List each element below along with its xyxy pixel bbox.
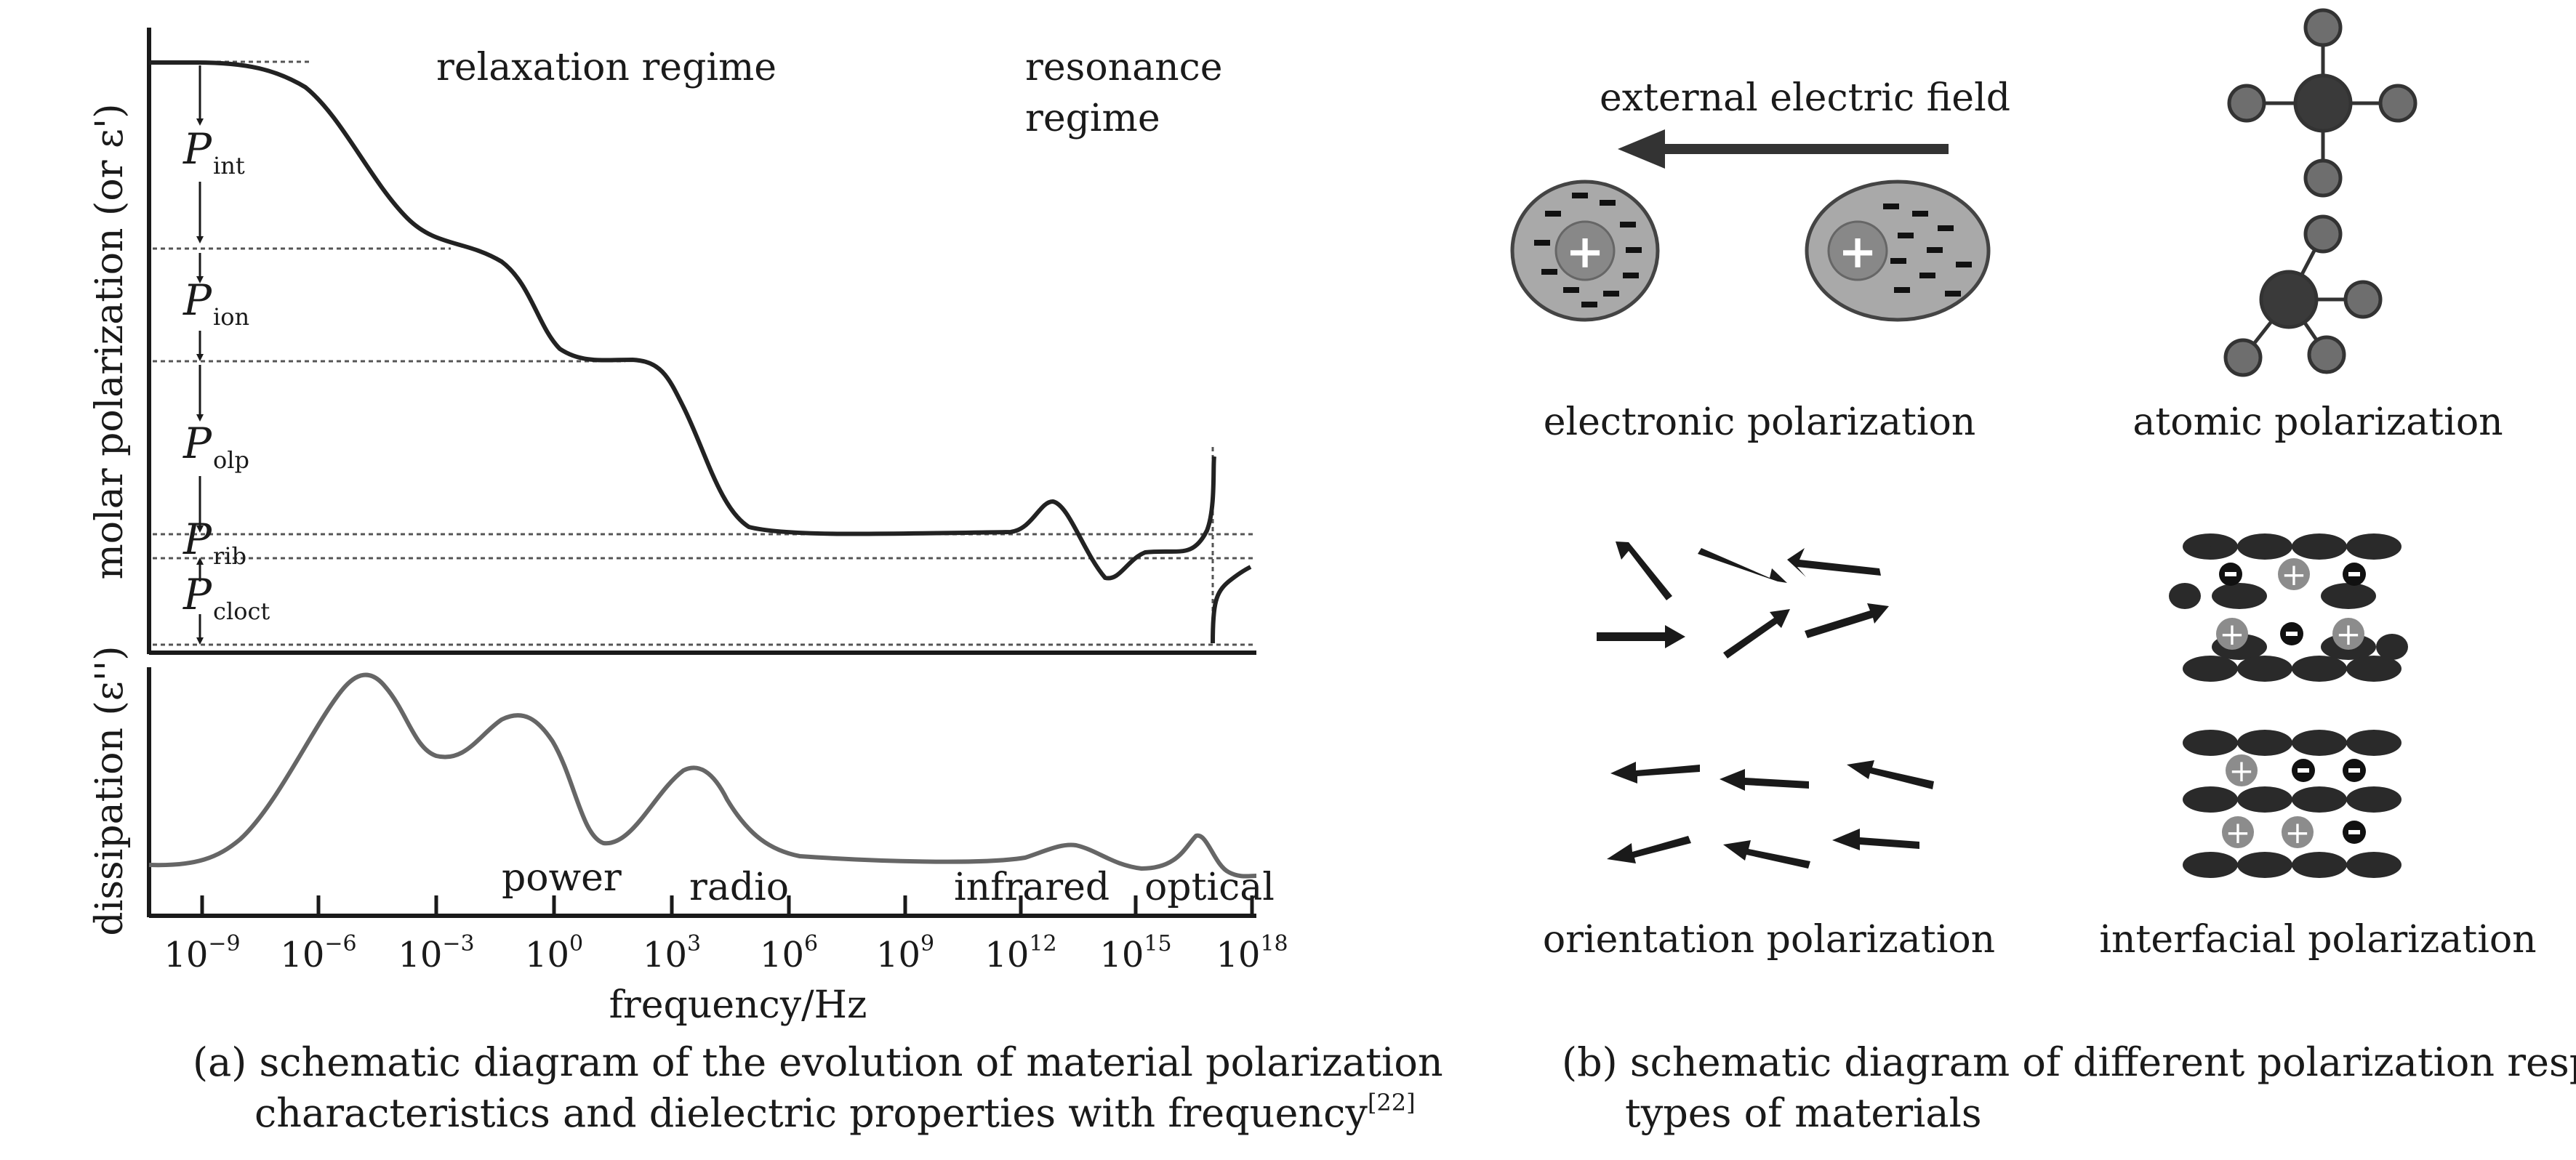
- polarization-component-labels: Pint Pion Polp Prib Pcloct: [182, 65, 270, 645]
- molar-polarization-curve-tail: [1211, 565, 1252, 644]
- positive-charge-sign: +: [2281, 557, 2306, 592]
- interfacial-polarized-icon: + + +: [2183, 730, 2402, 878]
- aligned-dipoles-icon: [1607, 760, 1934, 869]
- molar-polarization-axis-label: molar polarization (or ε'): [88, 103, 132, 579]
- frequency-axis-label: frequency/Hz: [609, 983, 867, 1027]
- optical-band-label: optical: [1144, 866, 1275, 909]
- tick-label: 1015: [1099, 931, 1171, 975]
- tick-label: 10−3: [398, 931, 474, 975]
- power-band-label: power: [502, 856, 622, 900]
- interfacial-polarization-label: interfacial polarization: [2099, 918, 2536, 962]
- infrared-band-label: infrared: [954, 866, 1110, 909]
- panel-a-caption-line1: (a) schematic diagram of the evolution o…: [193, 1039, 1443, 1085]
- p-ion-label: Pion: [182, 275, 249, 331]
- panel-b-caption-line2: types of materials: [1625, 1090, 1982, 1136]
- tick-label: 103: [643, 931, 701, 975]
- p-cloct-label: Pcloct: [182, 570, 270, 625]
- interfacial-unpolarized-icon: + + +: [2169, 533, 2408, 682]
- radio-band-label: radio: [689, 866, 789, 909]
- nucleus-plus-sign: +: [1838, 225, 1877, 279]
- tick-label: 10−6: [280, 931, 356, 975]
- electron-cloud-unpolarized: +: [1510, 180, 1660, 322]
- tick-label: 100: [525, 931, 583, 975]
- positive-charge-sign: +: [2335, 616, 2361, 652]
- p-olp-label: Polp: [182, 419, 249, 474]
- positive-charge-sign: +: [2228, 753, 2254, 789]
- p-rib-label: Prib: [182, 515, 246, 570]
- molecule-symmetric-icon: [2227, 8, 2417, 198]
- panel-a: 10−9 10−6 10−3 100 103 106 109 1012 1015…: [88, 28, 1443, 1136]
- field-arrow-head-icon: [1618, 129, 1665, 169]
- random-dipoles-icon: [1597, 541, 1889, 658]
- positive-charge-sign: +: [2219, 616, 2244, 652]
- panel-b: external electric field + +: [1510, 8, 2576, 1136]
- dissipation-axis-label: dissipation (ε''): [88, 645, 132, 935]
- dissipation-curve: [148, 672, 1257, 879]
- tick-label: 1018: [1216, 931, 1288, 975]
- electron-cloud-polarized: +: [1805, 180, 1991, 322]
- tick-label: 10−9: [164, 931, 240, 975]
- relaxation-regime-label: relaxation regime: [436, 46, 777, 89]
- resonance-regime-label-line1: resonance: [1025, 46, 1223, 89]
- molar-polarization-curve: [149, 60, 1216, 581]
- tick-label: 1012: [984, 931, 1056, 975]
- tick-label: 106: [760, 931, 818, 975]
- orientation-polarization-label: orientation polarization: [1543, 918, 1995, 962]
- electronic-polarization-label: electronic polarization: [1544, 400, 1976, 444]
- positive-charge-sign: +: [2225, 815, 2250, 850]
- tick-label: 109: [876, 931, 934, 975]
- positive-charge-sign: +: [2284, 815, 2310, 850]
- nucleus-plus-sign: +: [1565, 225, 1605, 279]
- polarization-level-lines: [153, 60, 1256, 646]
- panel-b-caption-line1: (b) schematic diagram of different polar…: [1562, 1039, 2576, 1085]
- p-int-label: Pint: [182, 124, 245, 180]
- molecule-distorted-icon: [2223, 214, 2383, 377]
- external-field-label: external electric field: [1600, 76, 2010, 120]
- panel-a-caption-line2: characteristics and dielectric propertie…: [254, 1089, 1416, 1136]
- resonance-regime-label-line2: regime: [1025, 97, 1160, 140]
- x-tick-labels: 10−9 10−6 10−3 100 103 106 109 1012 1015…: [164, 931, 1288, 975]
- x-tick-marks: [200, 895, 1254, 916]
- atomic-polarization-label: atomic polarization: [2132, 400, 2503, 444]
